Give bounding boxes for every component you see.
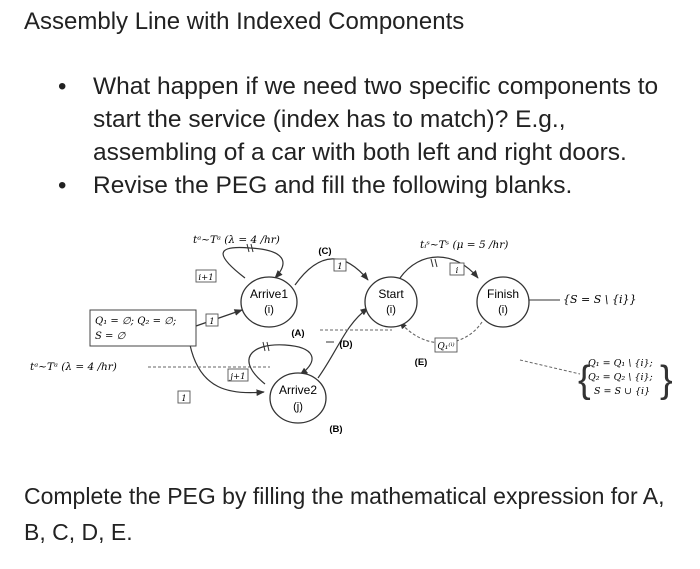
edge-start-finish	[399, 256, 479, 279]
edge-tick	[430, 258, 434, 268]
param-box	[195, 269, 217, 283]
edge-arrive2-start	[317, 307, 369, 379]
service-label: tᵢˢ~Tˢ (μ = 5 /hr)	[420, 239, 508, 251]
bullet-text: What happen if we need two specific comp…	[93, 73, 659, 166]
init-line1: Q₁ = ∅; Q₂ = ∅;	[95, 316, 176, 327]
param-box	[333, 258, 347, 272]
edge-tick	[262, 341, 266, 352]
edge-tick	[246, 243, 250, 253]
edge-init-arrive1	[195, 309, 243, 327]
init-box	[89, 309, 197, 347]
edge-arrive1-self	[222, 246, 284, 279]
bullet-text: Revise the PEG and fill the following bl…	[93, 172, 573, 199]
slide-title: Assembly Line with Indexed Components	[24, 8, 465, 35]
edge-tick	[434, 258, 438, 268]
blank-b: (B)	[329, 424, 342, 435]
bullet-dot-icon: •	[58, 172, 67, 199]
edge-tick	[266, 341, 270, 352]
edge-tick	[250, 243, 254, 253]
param-i-service: i	[456, 266, 459, 276]
node-arrive2-name: Arrive2	[279, 383, 317, 397]
node-start	[364, 276, 418, 328]
bullet-list: • What happen if we need two specific com…	[58, 70, 678, 202]
param-j-plus-1: j+1	[228, 372, 245, 382]
brace-right: }	[660, 359, 673, 401]
footer-instruction: Complete the PEG by filling the mathemat…	[24, 483, 665, 545]
node-finish-name: Finish	[487, 287, 519, 301]
bullet-item: • What happen if we need two specific com…	[58, 70, 678, 169]
param-one-b: 1	[181, 394, 186, 404]
param-box	[177, 390, 191, 404]
blank-e: (E)	[415, 357, 428, 368]
blank-a: (A)	[291, 328, 304, 339]
node-arrive1-name: Arrive1	[250, 287, 288, 301]
init-line2: S = ∅	[95, 331, 127, 342]
finish-update-3: S = S ∪ {i}	[594, 386, 650, 397]
param-one-c: 1	[337, 262, 342, 272]
node-start-name: Start	[378, 287, 404, 301]
blank-c: (C)	[318, 246, 331, 257]
blank-d: (D)	[339, 339, 352, 350]
node-arrive2	[269, 372, 327, 424]
edge-arrive2-self	[248, 344, 313, 385]
edge-finish-updates	[519, 359, 581, 375]
node-finish	[476, 276, 530, 328]
queue-cond-box	[434, 337, 458, 353]
brace-left: {	[578, 359, 591, 401]
queue-cond: Q₁⁽ⁱ⁾	[437, 341, 454, 352]
finish-update-1: Q₁ = Q₁ \ {i};	[588, 358, 653, 369]
arrival-top-label: tᵃ~Tᵃ (λ = 4 /hr)	[193, 234, 280, 246]
param-i-plus-1: i+1	[198, 273, 213, 283]
edge-arrive1-start	[294, 258, 369, 286]
param-box	[205, 313, 219, 327]
bullet-item: • Revise the PEG and fill the following b…	[58, 169, 678, 202]
node-arrive1-param: (i)	[264, 304, 274, 316]
param-box	[227, 368, 249, 382]
arrival-left-label: tᵃ~Tᵃ (λ = 4 /hr)	[30, 361, 117, 373]
finish-update-2: Q₂ = Q₂ \ {i};	[588, 372, 653, 383]
finish-condition: {S = S \ {i}}	[563, 293, 637, 306]
param-box	[449, 262, 465, 276]
edge-init-arrive2	[189, 344, 265, 397]
node-arrive1	[240, 276, 298, 328]
node-start-param: (i)	[386, 304, 396, 316]
param-one-a: 1	[209, 317, 214, 327]
bullet-dot-icon: •	[58, 73, 67, 100]
node-finish-param: (i)	[498, 304, 508, 316]
node-arrive2-param: (j)	[293, 401, 303, 413]
